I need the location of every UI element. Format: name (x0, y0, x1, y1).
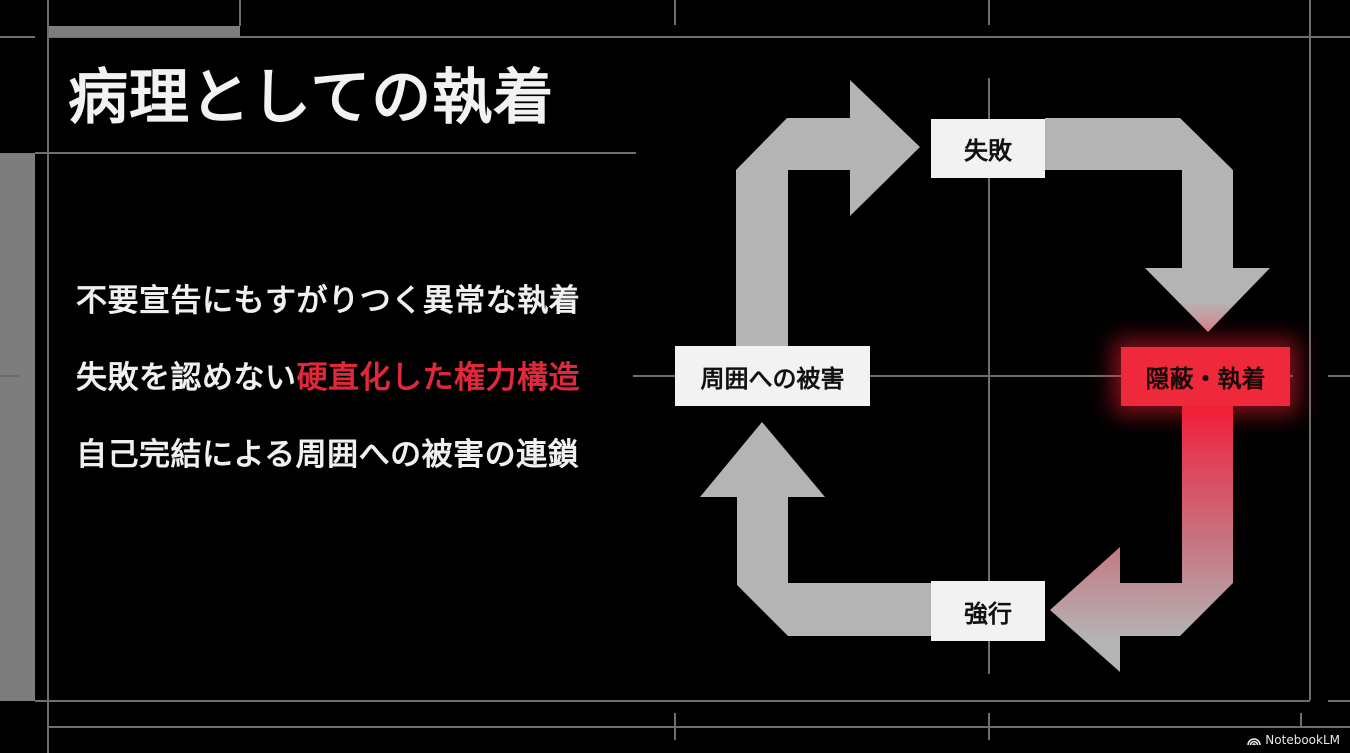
arrow-left-to-top-icon (736, 80, 920, 346)
left-accent-bar (0, 153, 35, 701)
center-horizontal-line (633, 375, 1293, 377)
watermark-label: NotebookLM (1265, 733, 1340, 747)
notebooklm-logo-icon (1247, 737, 1262, 745)
frame-line-left (47, 0, 49, 753)
frame-tick (988, 0, 990, 25)
arrow-top-to-right-icon (1045, 118, 1270, 332)
frame-tick (674, 713, 676, 740)
arrow-bottom-to-left-icon (700, 422, 932, 636)
frame-line-top (0, 36, 35, 38)
frame-line-bottom (35, 700, 1310, 702)
node-harm-to-surroundings: 周囲への被害 (675, 346, 870, 406)
bullet-item: 失敗を認めない硬直化した権力構造 (76, 359, 580, 397)
frame-tick (988, 713, 990, 740)
slide-title: 病理としての執着 (68, 63, 555, 133)
frame-tick (1300, 713, 1302, 727)
bullet-list: 不要宣告にもすがりつく異常な執着 失敗を認めない硬直化した権力構造 自己完結によ… (76, 282, 580, 513)
bullet-text: 自己完結による周囲への被害の連鎖 (76, 437, 580, 473)
arrow-right-to-bottom-icon (1050, 406, 1233, 672)
bullet-text: 不要宣告にもすがりつく異常な執着 (76, 283, 581, 319)
bullet-item: 自己完結による周囲への被害の連鎖 (76, 436, 580, 474)
notebooklm-watermark: NotebookLM (1243, 731, 1344, 749)
frame-line-bottom-2 (49, 726, 1350, 728)
right-stub (1328, 375, 1350, 377)
right-stub (1328, 700, 1350, 702)
bullet-item: 不要宣告にもすがりつく異常な執着 (76, 282, 580, 320)
node-concealment-attachment: 隠蔽・執着 (1121, 347, 1290, 406)
bullet-text: 失敗を認めない (76, 360, 297, 396)
frame-line-top (49, 36, 1350, 38)
bullet-accent-text: 硬直化した権力構造 (296, 360, 580, 396)
frame-tick (239, 0, 241, 26)
center-vertical-line (988, 78, 990, 674)
node-failure: 失敗 (931, 119, 1045, 178)
top-accent-bar (49, 26, 240, 37)
frame-tick (674, 0, 676, 25)
title-underline (35, 152, 636, 154)
node-enforcement: 強行 (931, 581, 1045, 641)
frame-line-right (1309, 0, 1311, 700)
left-stub (0, 375, 20, 377)
